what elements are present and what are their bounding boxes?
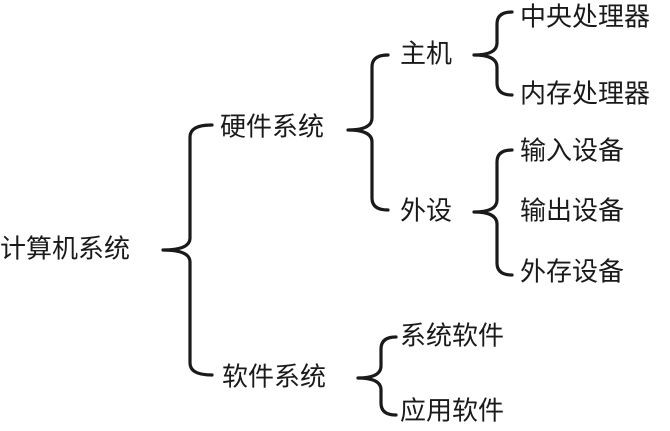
node-application-software: 应用软件 bbox=[400, 397, 504, 427]
node-hardware: 硬件系统 bbox=[220, 113, 324, 143]
node-system-software: 系统软件 bbox=[400, 322, 504, 352]
brace-root bbox=[161, 123, 214, 377]
node-peripheral: 外设 bbox=[400, 197, 452, 227]
node-root: 计算机系统 bbox=[0, 235, 130, 265]
brace-peripheral bbox=[472, 148, 514, 277]
brace-host bbox=[472, 10, 514, 97]
node-software: 软件系统 bbox=[222, 363, 326, 393]
node-input-device: 输入设备 bbox=[520, 137, 624, 167]
node-cpu: 中央处理器 bbox=[520, 3, 650, 33]
node-memory: 内存处理器 bbox=[520, 80, 650, 110]
node-storage-device: 外存设备 bbox=[520, 258, 624, 288]
brace-software bbox=[356, 335, 398, 417]
brace-hardware bbox=[346, 53, 390, 212]
node-output-device: 输出设备 bbox=[520, 197, 624, 227]
node-host: 主机 bbox=[400, 40, 452, 70]
